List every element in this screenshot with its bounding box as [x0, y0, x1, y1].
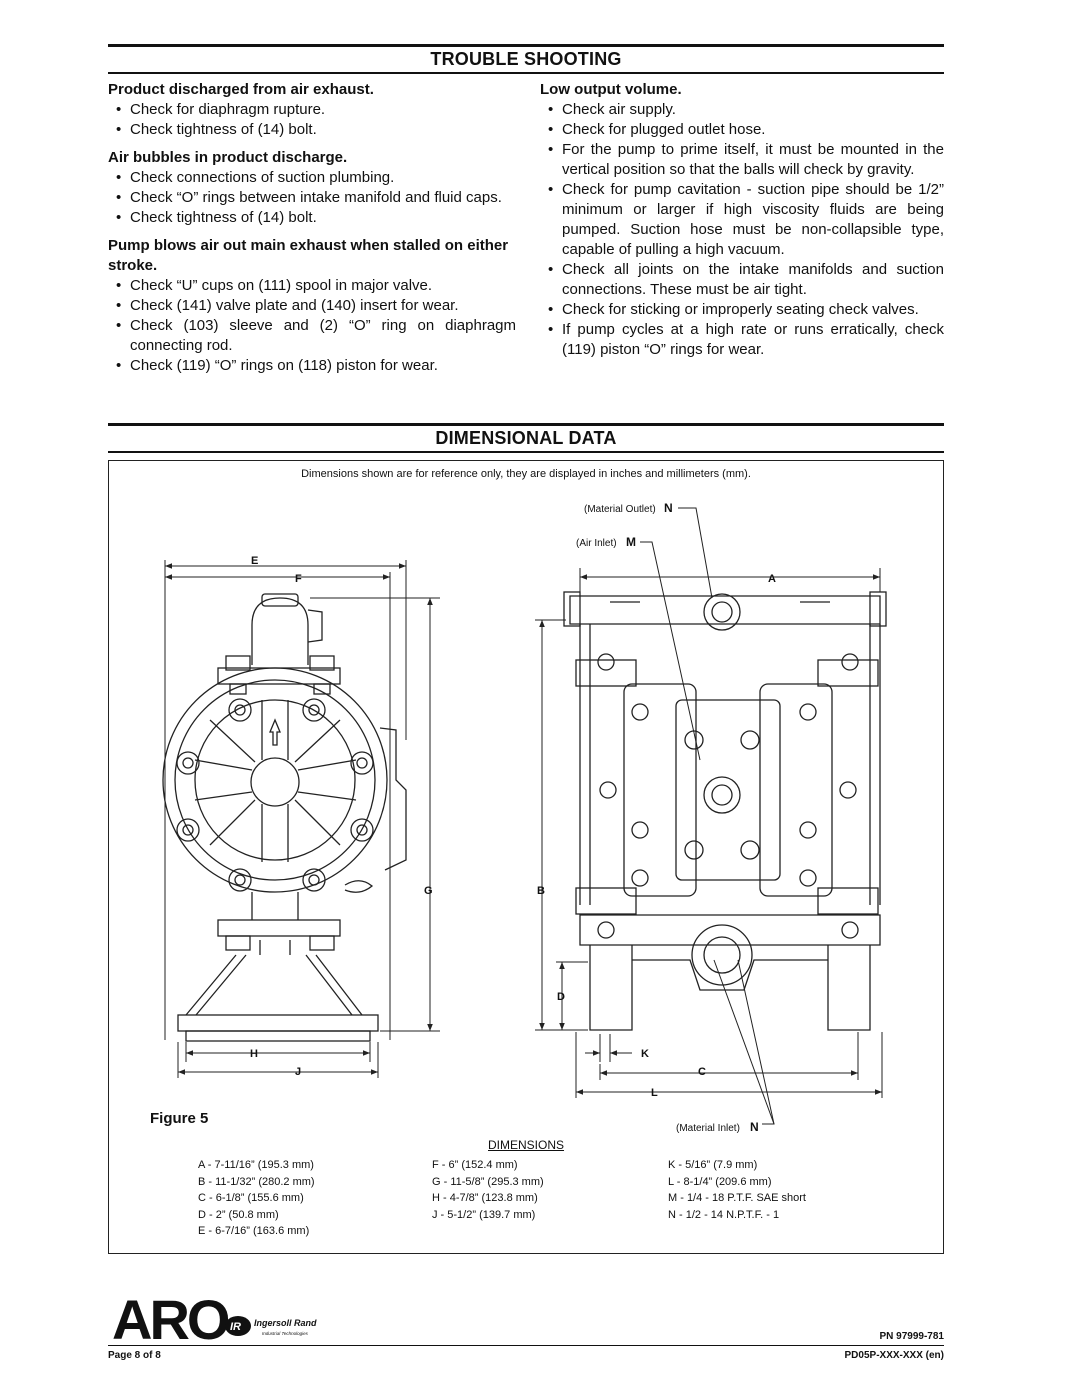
dim-label-F: F — [295, 573, 302, 585]
list-item: Check (119) “O” rings on (118) piston fo… — [108, 356, 516, 376]
list-item: Check tightness of (14) bolt. — [108, 120, 516, 140]
list-item: Check for plugged outlet hose. — [540, 120, 944, 140]
list-item: Check “O” rings between intake manifold … — [108, 188, 516, 208]
dim-label-D: D — [557, 991, 565, 1003]
side-dimension-lines — [164, 560, 440, 1078]
brand-name: Ingersoll Rand — [254, 1318, 317, 1328]
list-item: Check for pump cavitation - suction pipe… — [540, 180, 944, 260]
list-item: For the pump to prime itself, it must be… — [540, 140, 944, 180]
list-item: Check all joints on the intake manifolds… — [540, 260, 944, 300]
section-heading: Low output volume. — [540, 81, 682, 98]
aro-logo: ARO — [112, 1288, 230, 1351]
trouble-shooting-title: TROUBLE SHOOTING — [430, 49, 622, 69]
dimension-value: B - 11-1/32” (280.2 mm) — [198, 1175, 315, 1188]
figure-frame — [108, 460, 944, 1254]
pump-front-view — [563, 591, 887, 1031]
list-item: Check (103) sleeve and (2) “O” ring on d… — [108, 316, 516, 356]
dimensions-column-1: A - 7-11/16” (195.3 mm) B - 11-1/32” (28… — [198, 1157, 315, 1240]
front-dimension-lines — [535, 507, 883, 1125]
trouble-right-column: Low output volume. Check air supply. Che… — [540, 80, 944, 368]
dim-label-J: J — [295, 1066, 301, 1078]
dimension-value: M - 1/4 - 18 P.T.F. SAE short — [668, 1192, 806, 1204]
dimension-value: A - 7-11/16” (195.3 mm) — [198, 1159, 314, 1171]
document-code: PD05P-XXX-XXX (en) — [844, 1350, 944, 1361]
dimensional-top-rule — [108, 423, 944, 426]
list-item: Check (141) valve plate and (140) insert… — [108, 296, 516, 316]
check-list: Check “U” cups on (111) spool in major v… — [108, 276, 516, 376]
pump-side-view — [162, 593, 407, 1042]
dim-label-G: G — [424, 885, 433, 897]
trouble-left-column: Product discharged from air exhaust. Che… — [108, 80, 516, 384]
callout-M: M — [626, 535, 636, 549]
brand-sub: Industrial Technologies — [262, 1331, 309, 1336]
bolt-heads — [597, 653, 859, 939]
callout-N-outlet: N — [664, 501, 673, 515]
check-list: Check air supply. Check for plugged outl… — [540, 100, 944, 360]
dimension-value: L - 8-1/4” (209.6 mm) — [668, 1175, 772, 1188]
dim-label-L: L — [651, 1087, 658, 1099]
list-item: Check for sticking or improperly seating… — [540, 300, 944, 320]
list-item: Check tightness of (14) bolt. — [108, 208, 516, 228]
dimension-value: C - 6-1/8” (155.6 mm) — [198, 1192, 304, 1204]
callout-N-inlet: N — [750, 1120, 759, 1134]
dimensions-table-title: DIMENSIONS — [488, 1138, 565, 1152]
dimension-value: N - 1/2 - 14 N.P.T.F. - 1 — [668, 1208, 780, 1221]
dimension-value: H - 4-7/8” (123.8 mm) — [432, 1192, 538, 1204]
list-item: Check air supply. — [540, 100, 944, 120]
part-number: PN 97999-781 — [879, 1331, 945, 1342]
dimensions-note: Dimensions shown are for reference only,… — [301, 468, 751, 480]
dimensional-title-underline — [108, 451, 944, 453]
check-list: Check for diaphragm rupture. Check tight… — [108, 100, 516, 140]
dimension-value: F - 6” (152.4 mm) — [432, 1159, 518, 1171]
footer-rule — [108, 1345, 944, 1346]
dim-label-B: B — [537, 885, 545, 897]
dimension-value: J - 5-1/2” (139.7 mm) — [432, 1208, 536, 1221]
list-item: Check “U” cups on (111) spool in major v… — [108, 276, 516, 296]
ir-mark: IR — [230, 1321, 241, 1333]
callout-material-inlet: (Material Inlet) — [676, 1123, 740, 1134]
callout-air-inlet: (Air Inlet) — [576, 538, 617, 549]
ingersoll-rand-logo: IR Ingersoll Rand Industrial Technologie… — [225, 1316, 317, 1336]
top-rule — [108, 44, 944, 47]
trouble-title-underline — [108, 72, 944, 74]
dimension-value: E - 6-7/16” (163.6 mm) — [198, 1225, 310, 1237]
section-heading: Air bubbles in product discharge. — [108, 149, 348, 166]
dimensional-data-title: DIMENSIONAL DATA — [435, 428, 617, 448]
dim-label-E: E — [251, 555, 258, 567]
page-number: Page 8 of 8 — [108, 1350, 161, 1361]
section-heading: Product discharged from air exhaust. — [108, 81, 374, 98]
list-item: Check connections of suction plumbing. — [108, 168, 516, 188]
dim-label-H: H — [250, 1048, 258, 1060]
dimension-value: D - 2” (50.8 mm) — [198, 1208, 279, 1221]
list-item: If pump cycles at a high rate or runs er… — [540, 320, 944, 360]
figure-label: Figure 5 — [150, 1110, 209, 1127]
dimensions-column-3: K - 5/16” (7.9 mm) L - 8-1/4” (209.6 mm)… — [668, 1157, 806, 1223]
dimension-value: G - 11-5/8” (295.3 mm) — [432, 1175, 544, 1188]
dim-label-A: A — [768, 573, 776, 585]
section-heading: Pump blows air out main exhaust when sta… — [108, 237, 509, 274]
dimension-value: K - 5/16” (7.9 mm) — [668, 1159, 758, 1171]
callout-material-outlet: (Material Outlet) — [584, 504, 656, 515]
dimensions-column-2: F - 6” (152.4 mm) G - 11-5/8” (295.3 mm)… — [432, 1157, 544, 1223]
dim-label-C: C — [698, 1066, 706, 1078]
bolt-heads — [176, 698, 374, 892]
check-list: Check connections of suction plumbing. C… — [108, 168, 516, 228]
list-item: Check for diaphragm rupture. — [108, 100, 516, 120]
dim-label-K: K — [641, 1048, 649, 1060]
